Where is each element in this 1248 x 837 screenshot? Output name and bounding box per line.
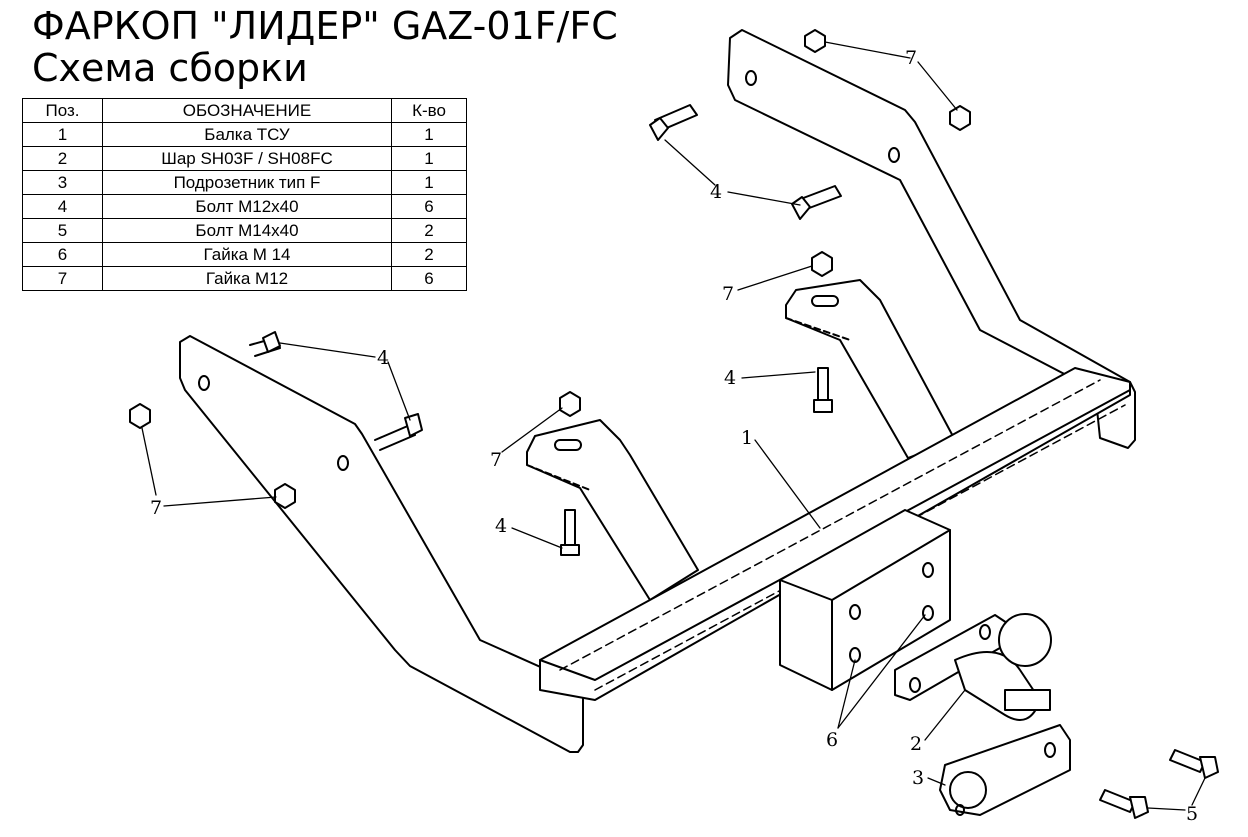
receiver-block <box>779 509 951 691</box>
header-position: Поз. <box>22 98 103 123</box>
nut-m12-group <box>129 29 971 509</box>
cell-position: 5 <box>22 218 103 243</box>
table-row: 7 Гайка М12 6 <box>22 266 467 291</box>
callout-6: 6 <box>826 729 838 751</box>
callout-7-top: 7 <box>905 47 917 69</box>
callout-4-left-plate: 4 <box>377 347 389 369</box>
table-row: 6 Гайка М 14 2 <box>22 242 467 267</box>
cell-quantity: 1 <box>391 146 467 171</box>
cell-quantity: 6 <box>391 194 467 219</box>
callout-1: 1 <box>741 427 753 449</box>
right-mounting-plate <box>727 29 1136 449</box>
cell-position: 7 <box>22 266 103 291</box>
socket-plate <box>939 724 1071 816</box>
callout-7-right-bracket: 7 <box>722 283 734 305</box>
callout-4-left-bracket: 4 <box>495 515 507 537</box>
callout-4-top: 4 <box>710 181 722 203</box>
table-row: 4 Болт М12х40 6 <box>22 194 467 219</box>
callout-7-left-bracket: 7 <box>490 449 502 471</box>
right-bracket <box>785 279 956 459</box>
drawing-subtitle: Схема сборки <box>32 46 308 90</box>
cell-position: 4 <box>22 194 103 219</box>
cell-quantity: 6 <box>391 266 467 291</box>
leader-lines <box>141 41 1206 811</box>
left-bracket <box>526 419 699 601</box>
table-row: 5 Болт М14х40 2 <box>22 218 467 243</box>
bolt-m12-group <box>249 104 842 556</box>
cell-designation: Болт М14х40 <box>102 218 392 243</box>
bolt-m14-group <box>1099 749 1219 819</box>
callout-7-left-plate: 7 <box>150 497 162 519</box>
cell-quantity: 1 <box>391 122 467 147</box>
callout-4-right-bracket: 4 <box>724 367 736 389</box>
cell-position: 6 <box>22 242 103 267</box>
cell-designation: Болт М12х40 <box>102 194 392 219</box>
cell-designation: Гайка М12 <box>102 266 392 291</box>
header-quantity: К-во <box>391 98 467 123</box>
left-mounting-plate <box>179 335 584 753</box>
table-header-row: Поз. ОБОЗНАЧЕНИЕ К-во <box>22 98 467 123</box>
callout-5: 5 <box>1186 803 1198 825</box>
table-row: 1 Балка ТСУ 1 <box>22 122 467 147</box>
drawing-title: ФАРКОП "ЛИДЕР" GAZ-01F/FC <box>32 4 618 48</box>
parts-table: Поз. ОБОЗНАЧЕНИЕ К-во 1 Балка ТСУ 1 2 Ша… <box>22 98 467 291</box>
callout-3: 3 <box>912 767 924 789</box>
tow-ball-mount <box>894 613 1052 721</box>
callout-2: 2 <box>910 733 922 755</box>
cell-quantity: 2 <box>391 218 467 243</box>
